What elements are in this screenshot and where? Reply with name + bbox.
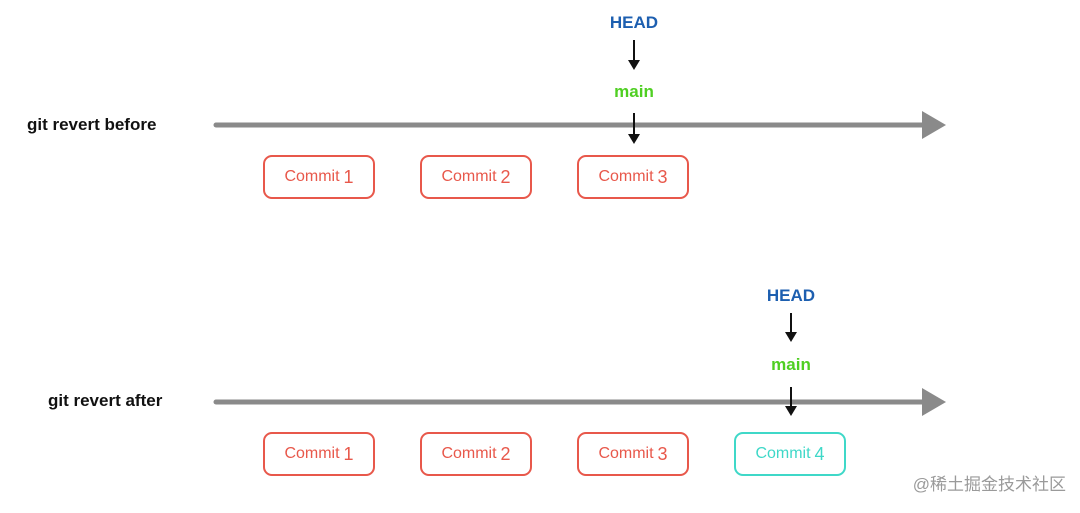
main-to-commit-arrow-before (628, 113, 640, 144)
commit-text: Commit (284, 445, 340, 462)
timeline-arrow-before (213, 111, 946, 139)
commit-number: 1 (343, 443, 354, 464)
timeline-arrow-after (213, 388, 946, 416)
watermark-text: @稀土掘金技术社区 (912, 475, 1066, 494)
commit-text: Commit (284, 168, 340, 185)
commit-number: 1 (343, 166, 354, 187)
commit-number: 3 (657, 443, 668, 464)
commit-number: 2 (500, 443, 511, 464)
head-pointer-after: HEAD (766, 286, 816, 305)
head-to-main-arrow-before (628, 40, 640, 70)
main-branch-before: main (614, 82, 654, 101)
before-label: git revert before (27, 115, 157, 134)
main-to-commit-arrow-after (785, 387, 797, 416)
after-label: git revert after (48, 391, 163, 410)
main-branch-after: main (771, 355, 811, 374)
commit-text: Commit (755, 445, 811, 462)
commit-number: 4 (814, 443, 825, 464)
head-to-main-arrow-after (785, 313, 797, 342)
head-pointer-before: HEAD (609, 13, 659, 32)
commit-text: Commit (598, 168, 654, 185)
commit-text: Commit (441, 168, 497, 185)
commit-text: Commit (441, 445, 497, 462)
commit-text: Commit (598, 445, 654, 462)
commit-number: 3 (657, 166, 668, 187)
commit-number: 2 (500, 166, 511, 187)
